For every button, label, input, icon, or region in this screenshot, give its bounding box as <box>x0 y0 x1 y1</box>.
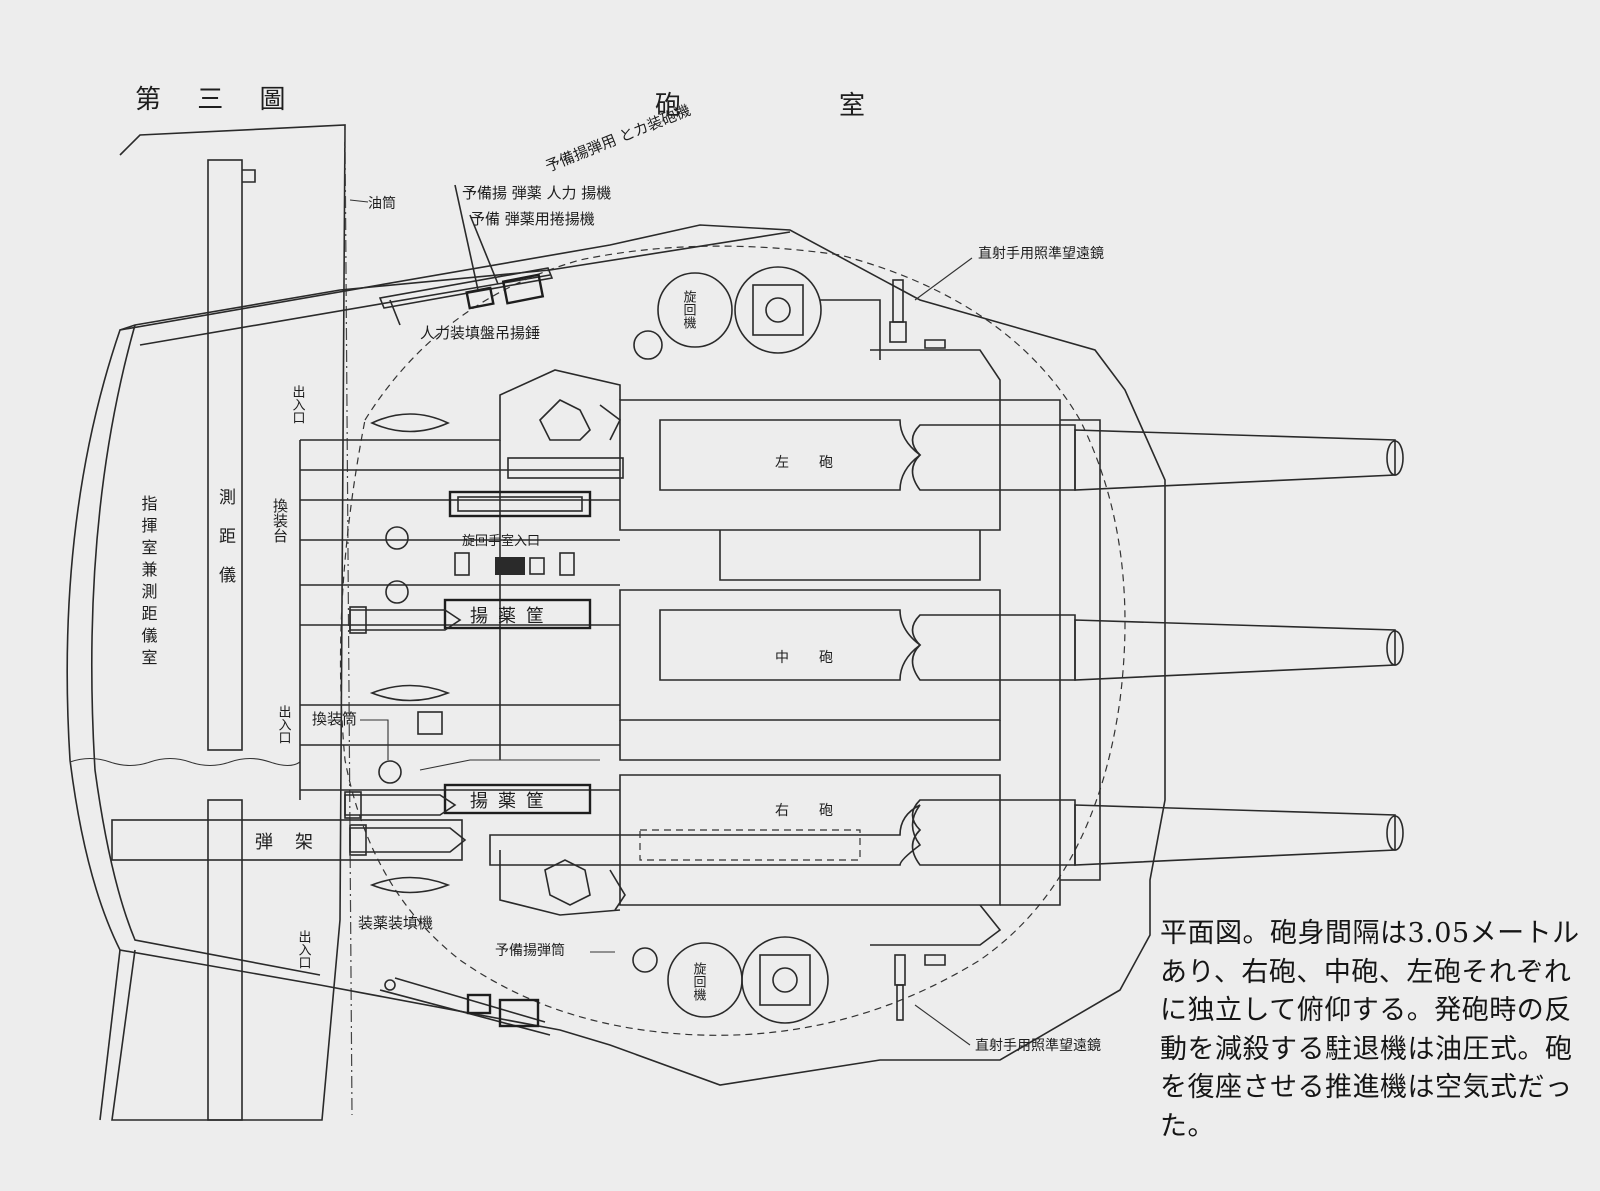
hoist-upper-label: 揚薬筐 <box>470 606 554 627</box>
top-hoist-machinery <box>378 184 554 326</box>
rammer-label: 装薬装填機 <box>358 914 433 932</box>
figure-caption: 平面図。砲身間隔は3.05メートルあり、右砲、中砲、左砲それぞれに独立して俯仰す… <box>1160 918 1580 1142</box>
gun-center-label: 中砲 <box>775 650 863 666</box>
hoist-lower-label: 揚薬筐 <box>470 791 554 812</box>
front-shield-steps <box>870 349 1101 946</box>
training-gear-label-top: 旋回機 <box>681 290 697 329</box>
training-gear-bottom <box>632 936 829 1024</box>
entrance-label-1: 出入口 <box>290 385 306 424</box>
room-title: 砲 室 <box>655 91 885 121</box>
training-gear-label-bottom: 旋回機 <box>691 962 707 1001</box>
gun-right <box>489 774 1404 906</box>
gun-house-internals <box>299 369 626 916</box>
train-hand-entrance-label: 旋回手室入口 <box>462 533 540 549</box>
loading-platform-label: 換装台 <box>271 498 289 543</box>
manual-loading-label: 人力装填盤吊揚錘 <box>420 324 540 342</box>
gun-right-label: 右砲 <box>775 803 863 819</box>
powder-hoist-upper <box>349 598 592 634</box>
direct-sight-label-bottom: 直射手用照準望遠鏡 <box>975 1037 1101 1054</box>
direct-sight-bottom <box>894 954 971 1046</box>
reserve-shell-hoist-label: 予備揚弾筒 <box>495 942 565 959</box>
shell-rack <box>111 819 467 861</box>
entrance-label-3: 出入口 <box>296 930 312 969</box>
roller-path-circle <box>339 245 1126 1036</box>
loading-tube-label: 換装筒 <box>312 710 357 728</box>
entrance-label-2: 出入口 <box>276 705 292 744</box>
shell-rack-label: 弾架 <box>255 832 335 853</box>
direct-sight-label-top: 直射手用照準望遠鏡 <box>978 245 1104 262</box>
figure-label: 第 三 圖 <box>135 85 300 115</box>
turret-outer-outline <box>66 224 1166 1121</box>
command-room-label: 指揮室兼測距儀室 <box>139 495 158 671</box>
oil-cylinder-label: 油筒 <box>368 195 396 212</box>
gun-left <box>619 399 1404 581</box>
rangefinder-label: 測距儀 <box>215 488 236 605</box>
gun-left-label: 左砲 <box>775 455 863 471</box>
training-gear-top <box>633 266 881 360</box>
reserve-hoist-label-2: 予備 弾薬用捲揚機 <box>470 210 595 228</box>
reserve-hoist-label-1: 予備揚 弾薬 人力 揚機 <box>462 184 611 202</box>
bottom-hoist-machinery <box>379 977 551 1036</box>
top-note: 予備揚弾用 とカ装砲機 <box>543 101 693 176</box>
gun-center <box>619 589 1404 761</box>
powder-hoist-lower <box>344 783 592 819</box>
break-line <box>69 757 301 767</box>
direct-sight-top <box>889 257 973 349</box>
